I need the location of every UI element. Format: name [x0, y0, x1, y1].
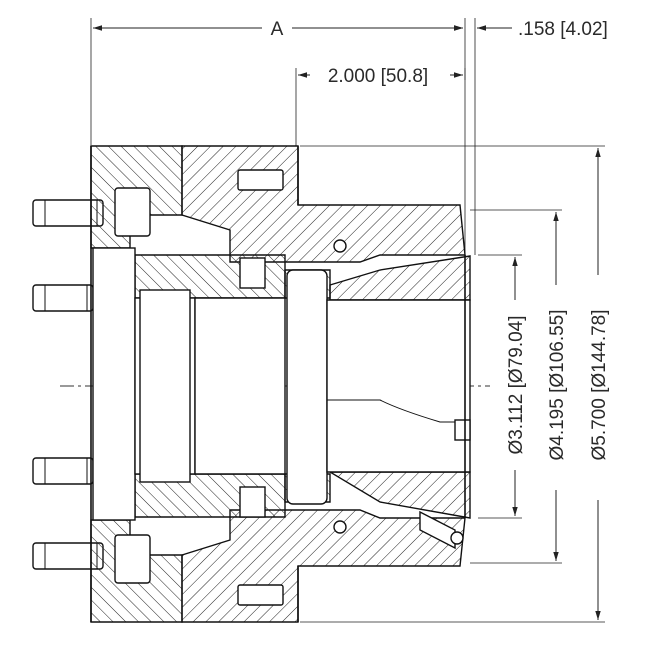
bore-interior	[92, 247, 471, 521]
dimension-lip-offset-label: .158 [4.02]	[518, 19, 608, 40]
outline-edges	[90, 146, 466, 622]
stud-bottom-upper	[32, 457, 94, 485]
dimension-bore-diameter: Ø3.112 [Ø79.04]	[478, 254, 527, 519]
dimension-nose-diameter-label: Ø4.195 [Ø106.55]	[547, 309, 568, 460]
dimension-lip-offset: .158 [4.02]	[448, 18, 608, 255]
dimension-nose-length: 2.000 [50.8]	[295, 66, 466, 146]
mounting-studs	[32, 199, 104, 570]
chuck-body-upper	[90, 145, 471, 301]
dimension-bore-diameter-label: Ø3.112 [Ø79.04]	[506, 315, 527, 454]
stud-top-lower	[32, 284, 94, 312]
chuck-body-lower	[90, 471, 471, 623]
dimension-a-label: A	[271, 19, 284, 40]
dimension-flange-diameter: Ø5.700 [Ø144.78]	[300, 145, 610, 623]
dimension-a: A	[90, 18, 466, 255]
dimension-nose-length-label: 2.000 [50.8]	[328, 66, 428, 87]
dimension-flange-diameter-label: Ø5.700 [Ø144.78]	[589, 309, 610, 460]
dimension-nose-diameter: Ø4.195 [Ø106.55]	[470, 209, 568, 564]
